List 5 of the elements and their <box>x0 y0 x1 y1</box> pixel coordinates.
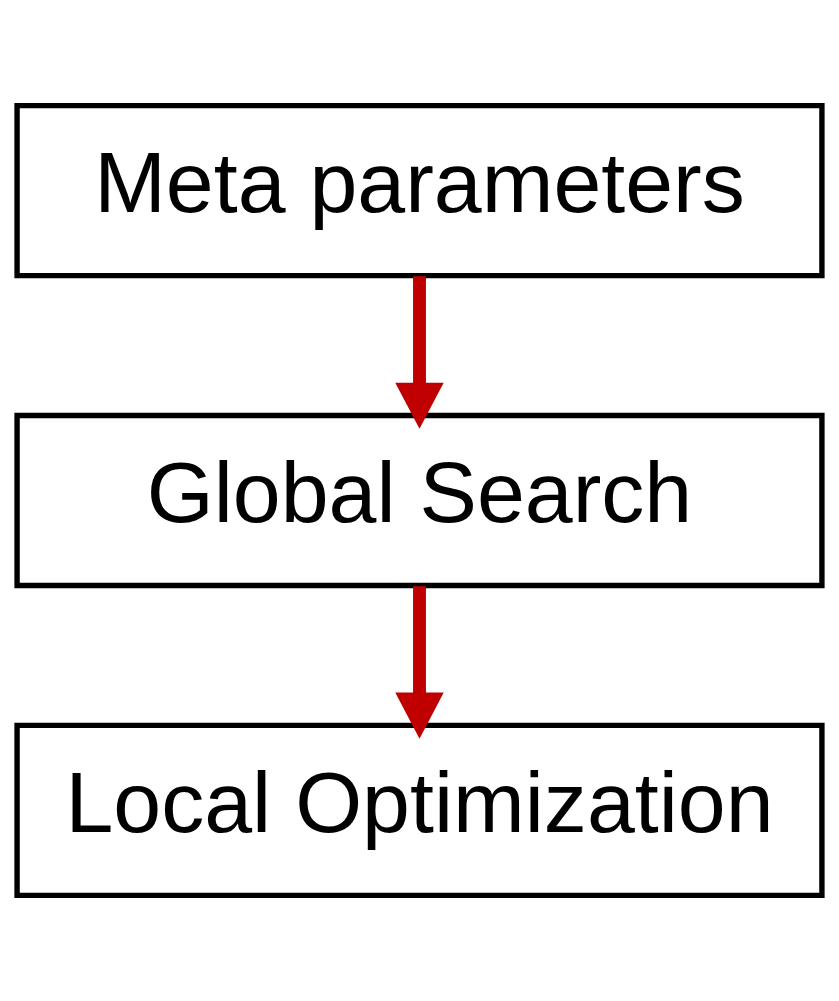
node-box: Global Search <box>14 412 825 589</box>
arrow <box>395 276 444 429</box>
arrow <box>395 586 444 739</box>
node-box: Meta parameters <box>14 102 825 279</box>
node-box: Local Optimization <box>14 722 825 899</box>
